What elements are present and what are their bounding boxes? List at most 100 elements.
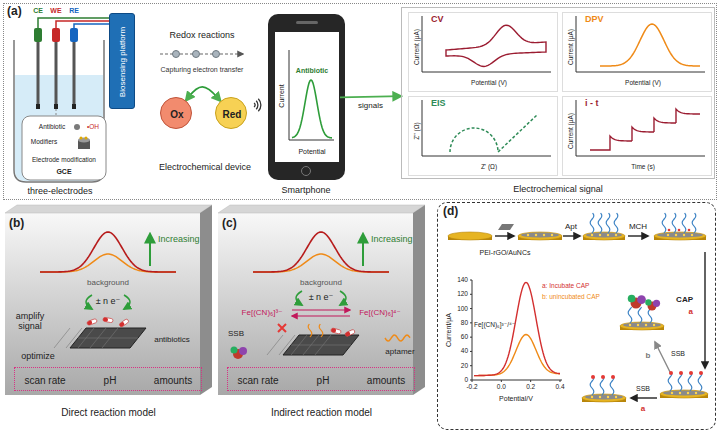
gold-electrode [620,322,664,330]
step-arrow [655,342,670,372]
part-label: SSB [228,330,244,339]
gold-nanocluster [653,324,655,326]
part-label: GCE [56,168,71,176]
parameter: pH [317,375,330,386]
aptamer-strand [698,373,702,391]
gold-nanocluster [599,396,601,398]
step-arrow [495,235,514,236]
lattice-line [267,335,283,355]
electron-sphere [173,51,180,58]
background-curve [40,254,176,272]
axis-tick: 0 [464,376,468,383]
axis-title: Potential/V [499,395,533,403]
axis-tick-mark [470,308,472,309]
graphene-sheet [70,328,146,348]
electrode-label: RE [69,7,79,15]
electrode-label: CE [33,7,43,15]
step-label: Redox reactions [169,31,234,41]
graphene-sheet [283,335,359,355]
capsule-half [345,329,356,337]
parameter: amounts [154,375,192,386]
ssb-protein [239,347,247,355]
part-caption: Electrochemical device [159,163,251,173]
chart-title: DPV [585,15,604,25]
panel-top [5,205,212,213]
axis-tick: 60 [461,334,468,341]
aptamer-strand [638,307,642,323]
ssb-protein [628,295,636,303]
panel-caption: Electrochemical signal [513,185,603,195]
step-label: SSB [671,350,685,358]
axis-title: Current [278,84,286,107]
edge-label: signals [356,101,385,110]
antibiotic-capsule [345,329,356,337]
cap-molecule [591,375,595,379]
gold-electrode [448,232,492,240]
peak-curve [292,80,332,138]
axis-tick: 140 [457,276,468,283]
step-arrow [704,252,705,368]
curve-label: background [300,279,342,288]
rgo-sheet-icon [498,224,514,230]
crocodile-clip [52,28,60,42]
zoom-leader [56,109,57,116]
signal-chart: i - tCurrent (μA)Time (s) [562,96,712,176]
aptamer-strand [614,213,618,233]
capsule-half [103,317,114,323]
panel-caption: Indirect reaction model [271,407,372,418]
part-label: Electrode modification [32,156,96,163]
capsule-half [345,331,351,337]
chart-axis [422,16,551,72]
axis-tick: 80 [461,319,468,326]
modifier-dot [80,137,83,140]
parameter-box: scan ratepHamounts [14,367,202,391]
connector [186,87,221,101]
capsule-half [87,318,98,325]
connector [340,96,401,97]
crocodile-clip [34,28,42,42]
mch-molecule [678,229,681,232]
electrode-tip [36,104,40,109]
part-label: antibiotics [154,336,190,345]
axis-tick-mark [560,380,561,382]
mch-molecule [668,229,671,232]
capsule-half [103,317,109,322]
zoom-inset [22,116,106,180]
electron-label: ± n e⁻ [309,293,334,303]
redox-label: Red [223,109,242,120]
axis-tick-mark [470,294,472,295]
step-arrow [628,235,648,236]
gold-electrode [654,232,706,240]
antibiotic-capsule [119,318,129,327]
rgo-film [657,233,703,238]
step-label: Capturing electron transfer [161,66,244,74]
redox-circle: Red [215,97,247,129]
signal-chart: CVCurrent (μA)Potential (V) [408,12,558,92]
antibiotic-molecule [74,124,80,130]
cap-molecule [679,371,683,375]
ssb-protein [637,295,646,304]
aptamer-strand [628,307,632,323]
axis-title: Potential [298,148,325,156]
gold-nanocluster [671,392,673,394]
eis-curve [450,114,538,152]
electrode-tip [72,104,76,109]
gold-nanocluster [543,234,545,236]
gold-electrode [583,232,625,240]
step-label: SSB [636,385,650,393]
panel-letter: (d) [443,205,458,218]
redox-probe-arrow [292,309,350,310]
screen-axis [289,50,334,140]
axis-title: Time (s) [631,163,655,170]
aptamer-strand [610,377,614,395]
gold-nanocluster [615,396,617,398]
probe-label: Fe[(CN)₆]³⁻ [242,309,283,318]
gold-nanocluster [691,234,693,236]
block-cross [278,324,286,332]
aptamer-strand [598,213,602,233]
electron-transfer-arrow [340,291,346,305]
gold-nanocluster [551,234,553,236]
aptamer-strand [590,213,594,233]
step-arrow [563,235,580,236]
